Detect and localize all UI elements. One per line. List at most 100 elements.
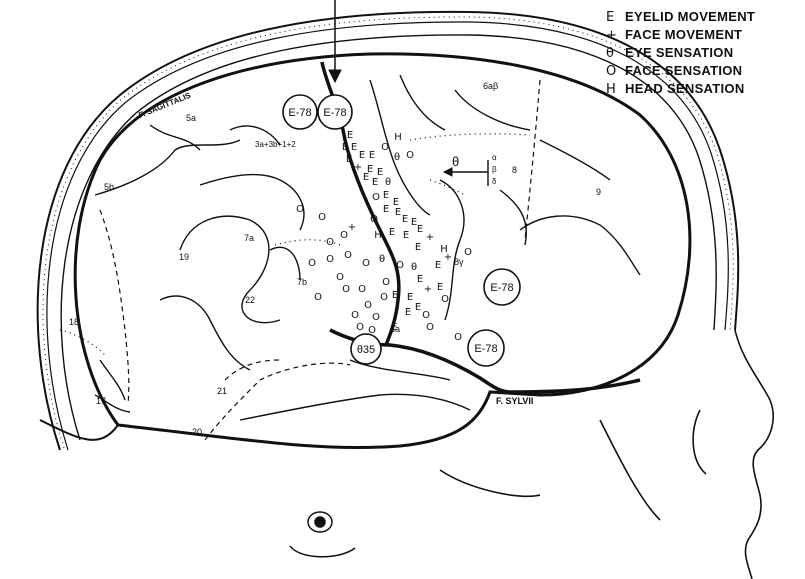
stimulation-marker: O — [441, 294, 449, 305]
stimulation-marker: + — [444, 252, 452, 263]
stimulation-marker: E — [417, 274, 423, 285]
stimulation-marker: E — [367, 164, 373, 175]
stimulation-marker: E — [391, 322, 397, 333]
stimulation-marker: O — [382, 277, 390, 288]
skull-outline — [36, 10, 740, 451]
legend-symbol-head-sensation: H — [606, 82, 616, 97]
stimulation-marker: E — [389, 227, 395, 238]
stimulation-marker: E — [369, 150, 375, 161]
stimulation-marker: O — [380, 292, 388, 303]
stimulation-marker: O — [464, 247, 472, 258]
fissure-sylvii-label: F. SYLVII — [496, 396, 533, 406]
stimulation-marker: O — [296, 204, 304, 215]
ear — [289, 511, 356, 558]
legend-symbol-eye-sensation: θ — [606, 46, 614, 61]
stimulation-marker: O — [340, 230, 348, 241]
stimulation-marker: O — [351, 310, 359, 321]
area-label-7a: 7a — [244, 233, 254, 243]
stimulation-marker: E — [407, 292, 413, 303]
stimulation-marker: E — [363, 172, 369, 183]
stimulation-marker: O — [422, 310, 430, 321]
stimulation-marker: E — [351, 142, 357, 153]
stimulation-marker: E — [342, 142, 348, 153]
legend-label-eyelid: EYELID MOVEMENT — [625, 9, 755, 24]
face-profile — [439, 329, 774, 579]
area-label-5a: 5a — [186, 113, 196, 123]
stimulation-marker: O — [336, 272, 344, 283]
callout-circle — [483, 268, 521, 306]
stimulation-marker: H — [440, 244, 448, 255]
legend-symbol-face-sensation: O — [606, 64, 616, 79]
callout-circle — [350, 333, 382, 365]
area-label-21: 21 — [217, 386, 227, 396]
stimulation-marker: H — [394, 132, 402, 143]
stimulation-marker: E — [402, 214, 408, 225]
area-label-6ab: 6aβ — [483, 81, 498, 91]
stimulation-marker: O — [372, 312, 380, 323]
stimulation-marker: + — [424, 284, 432, 295]
theta-arrow-labels: θ α β δ — [452, 153, 497, 186]
stimulation-marker: O — [342, 284, 350, 295]
greek-beta: β — [492, 165, 497, 174]
stimulation-marker: O — [356, 322, 364, 333]
callout-label: E-78 — [288, 107, 311, 119]
stimulation-marker: E — [392, 290, 398, 301]
stimulation-marker: H — [374, 230, 382, 241]
stimulation-marker: + — [348, 222, 356, 233]
stimulation-marker: E — [405, 307, 411, 318]
legend-label-face-sensation: FACE SENSATION — [625, 63, 742, 78]
area-label-8: 8 — [512, 165, 517, 175]
stimulation-marker: E — [417, 224, 423, 235]
area-label-7b: 7b — [297, 277, 307, 287]
stimulation-marker: O — [406, 150, 414, 161]
brain-outline — [39, 52, 692, 450]
stimulation-marker: O — [362, 258, 370, 269]
area-label-22: 22 — [245, 295, 255, 305]
stimulation-marker: O — [314, 292, 322, 303]
stimulation-marker: O — [372, 192, 380, 203]
callouts — [282, 94, 521, 367]
stimulation-marker: E — [393, 197, 399, 208]
stimulation-marker: O — [326, 254, 334, 265]
stimulation-marker: θ — [411, 262, 417, 273]
stimulation-marker: E — [383, 204, 389, 215]
stimulation-marker: O — [364, 300, 372, 311]
area-label-20: 20 — [192, 427, 202, 437]
area-label-6a: 6a — [390, 324, 400, 334]
stimulation-marker: O — [426, 322, 434, 333]
stimulation-marker: E — [395, 207, 401, 218]
stimulation-marker: + — [426, 232, 434, 243]
greek-alpha: α — [492, 153, 497, 162]
stimulation-marker: θ — [385, 177, 391, 188]
legend-label-eye-sensation: EYE SENSATION — [625, 45, 733, 60]
area-label-9: 9 — [596, 187, 601, 197]
stimulation-marker: θ — [394, 152, 400, 163]
area-label-18: 18 — [69, 317, 79, 327]
legend-label-head-sensation: HEAD SENSATION — [625, 81, 745, 96]
stimulation-marker: E — [415, 242, 421, 253]
theta-arrow — [442, 160, 489, 186]
stimulation-marker: O — [381, 142, 389, 153]
stimulation-marker: O — [344, 250, 352, 261]
stimulation-marker: E — [437, 282, 443, 293]
stimulation-marker: + — [354, 162, 362, 173]
area-boundaries — [99, 79, 541, 441]
stimulation-marker: O — [396, 260, 404, 271]
theta-symbol: θ — [452, 154, 459, 169]
legend-label-face-movement: FACE MOVEMENT — [625, 27, 742, 42]
area-label-3: 3a+3b+1+2 — [255, 140, 296, 149]
stimulation-marker: E — [359, 150, 365, 161]
stimulation-marker: O — [318, 212, 326, 223]
callout-circle — [317, 94, 353, 130]
stimulation-marker: E — [403, 230, 409, 241]
stimulation-marker: O — [370, 214, 378, 225]
callout-circle — [282, 94, 318, 130]
stimulation-marker: O — [454, 332, 462, 343]
stimulation-marker: O — [326, 237, 334, 248]
entry-arrow — [328, 0, 342, 84]
stimulation-marker: O — [368, 325, 376, 336]
greek-delta: δ — [492, 177, 497, 186]
stimulation-marker: E — [411, 217, 417, 228]
